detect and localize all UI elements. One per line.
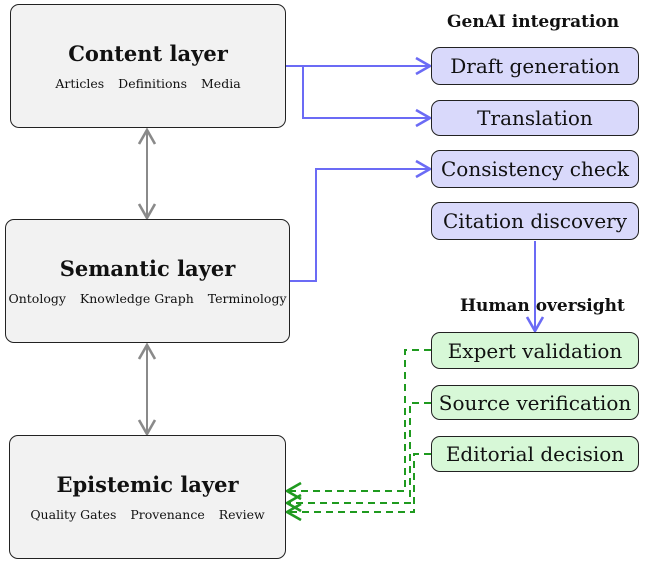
layer-item: Terminology (207, 291, 287, 306)
semantic-to-consistency (290, 159, 433, 282)
expert-to-epistemic (284, 349, 431, 501)
layer-item: Review (218, 507, 265, 522)
human-item-expert-validation: Expert validation (431, 332, 639, 369)
human-item-editorial-decision: Editorial decision (431, 436, 639, 472)
layer-title: Epistemic layer (56, 472, 239, 497)
layer-item: Knowledge Graph (79, 291, 194, 306)
layer-item: Provenance (130, 507, 205, 522)
layer-item: Definitions (118, 76, 187, 91)
human-item-source-verification: Source verification (431, 385, 639, 420)
epistemic-layer: Epistemic layer Quality Gates Provenance… (9, 435, 286, 559)
layer-item: Ontology (8, 291, 66, 306)
human-oversight-heading: Human oversight (460, 296, 625, 316)
editorial-to-epistemic (284, 453, 431, 522)
layer-item: Media (201, 76, 241, 91)
layer-title: Semantic layer (59, 256, 236, 281)
content-to-translation (302, 66, 433, 128)
layer-item: Quality Gates (30, 507, 117, 522)
semantic-layer: Semantic layer Ontology Knowledge Graph … (5, 219, 290, 343)
layer-title: Content layer (68, 41, 228, 66)
genai-heading: GenAI integration (447, 12, 620, 32)
genai-item-draft-generation: Draft generation (431, 47, 639, 85)
genai-item-consistency-check: Consistency check (431, 150, 639, 188)
source-to-epistemic (284, 402, 431, 513)
content-layer: Content layer Articles Definitions Media (10, 4, 286, 128)
genai-item-translation: Translation (431, 100, 639, 136)
genai-item-citation-discovery: Citation discovery (431, 202, 639, 240)
layer-item: Articles (55, 76, 105, 91)
